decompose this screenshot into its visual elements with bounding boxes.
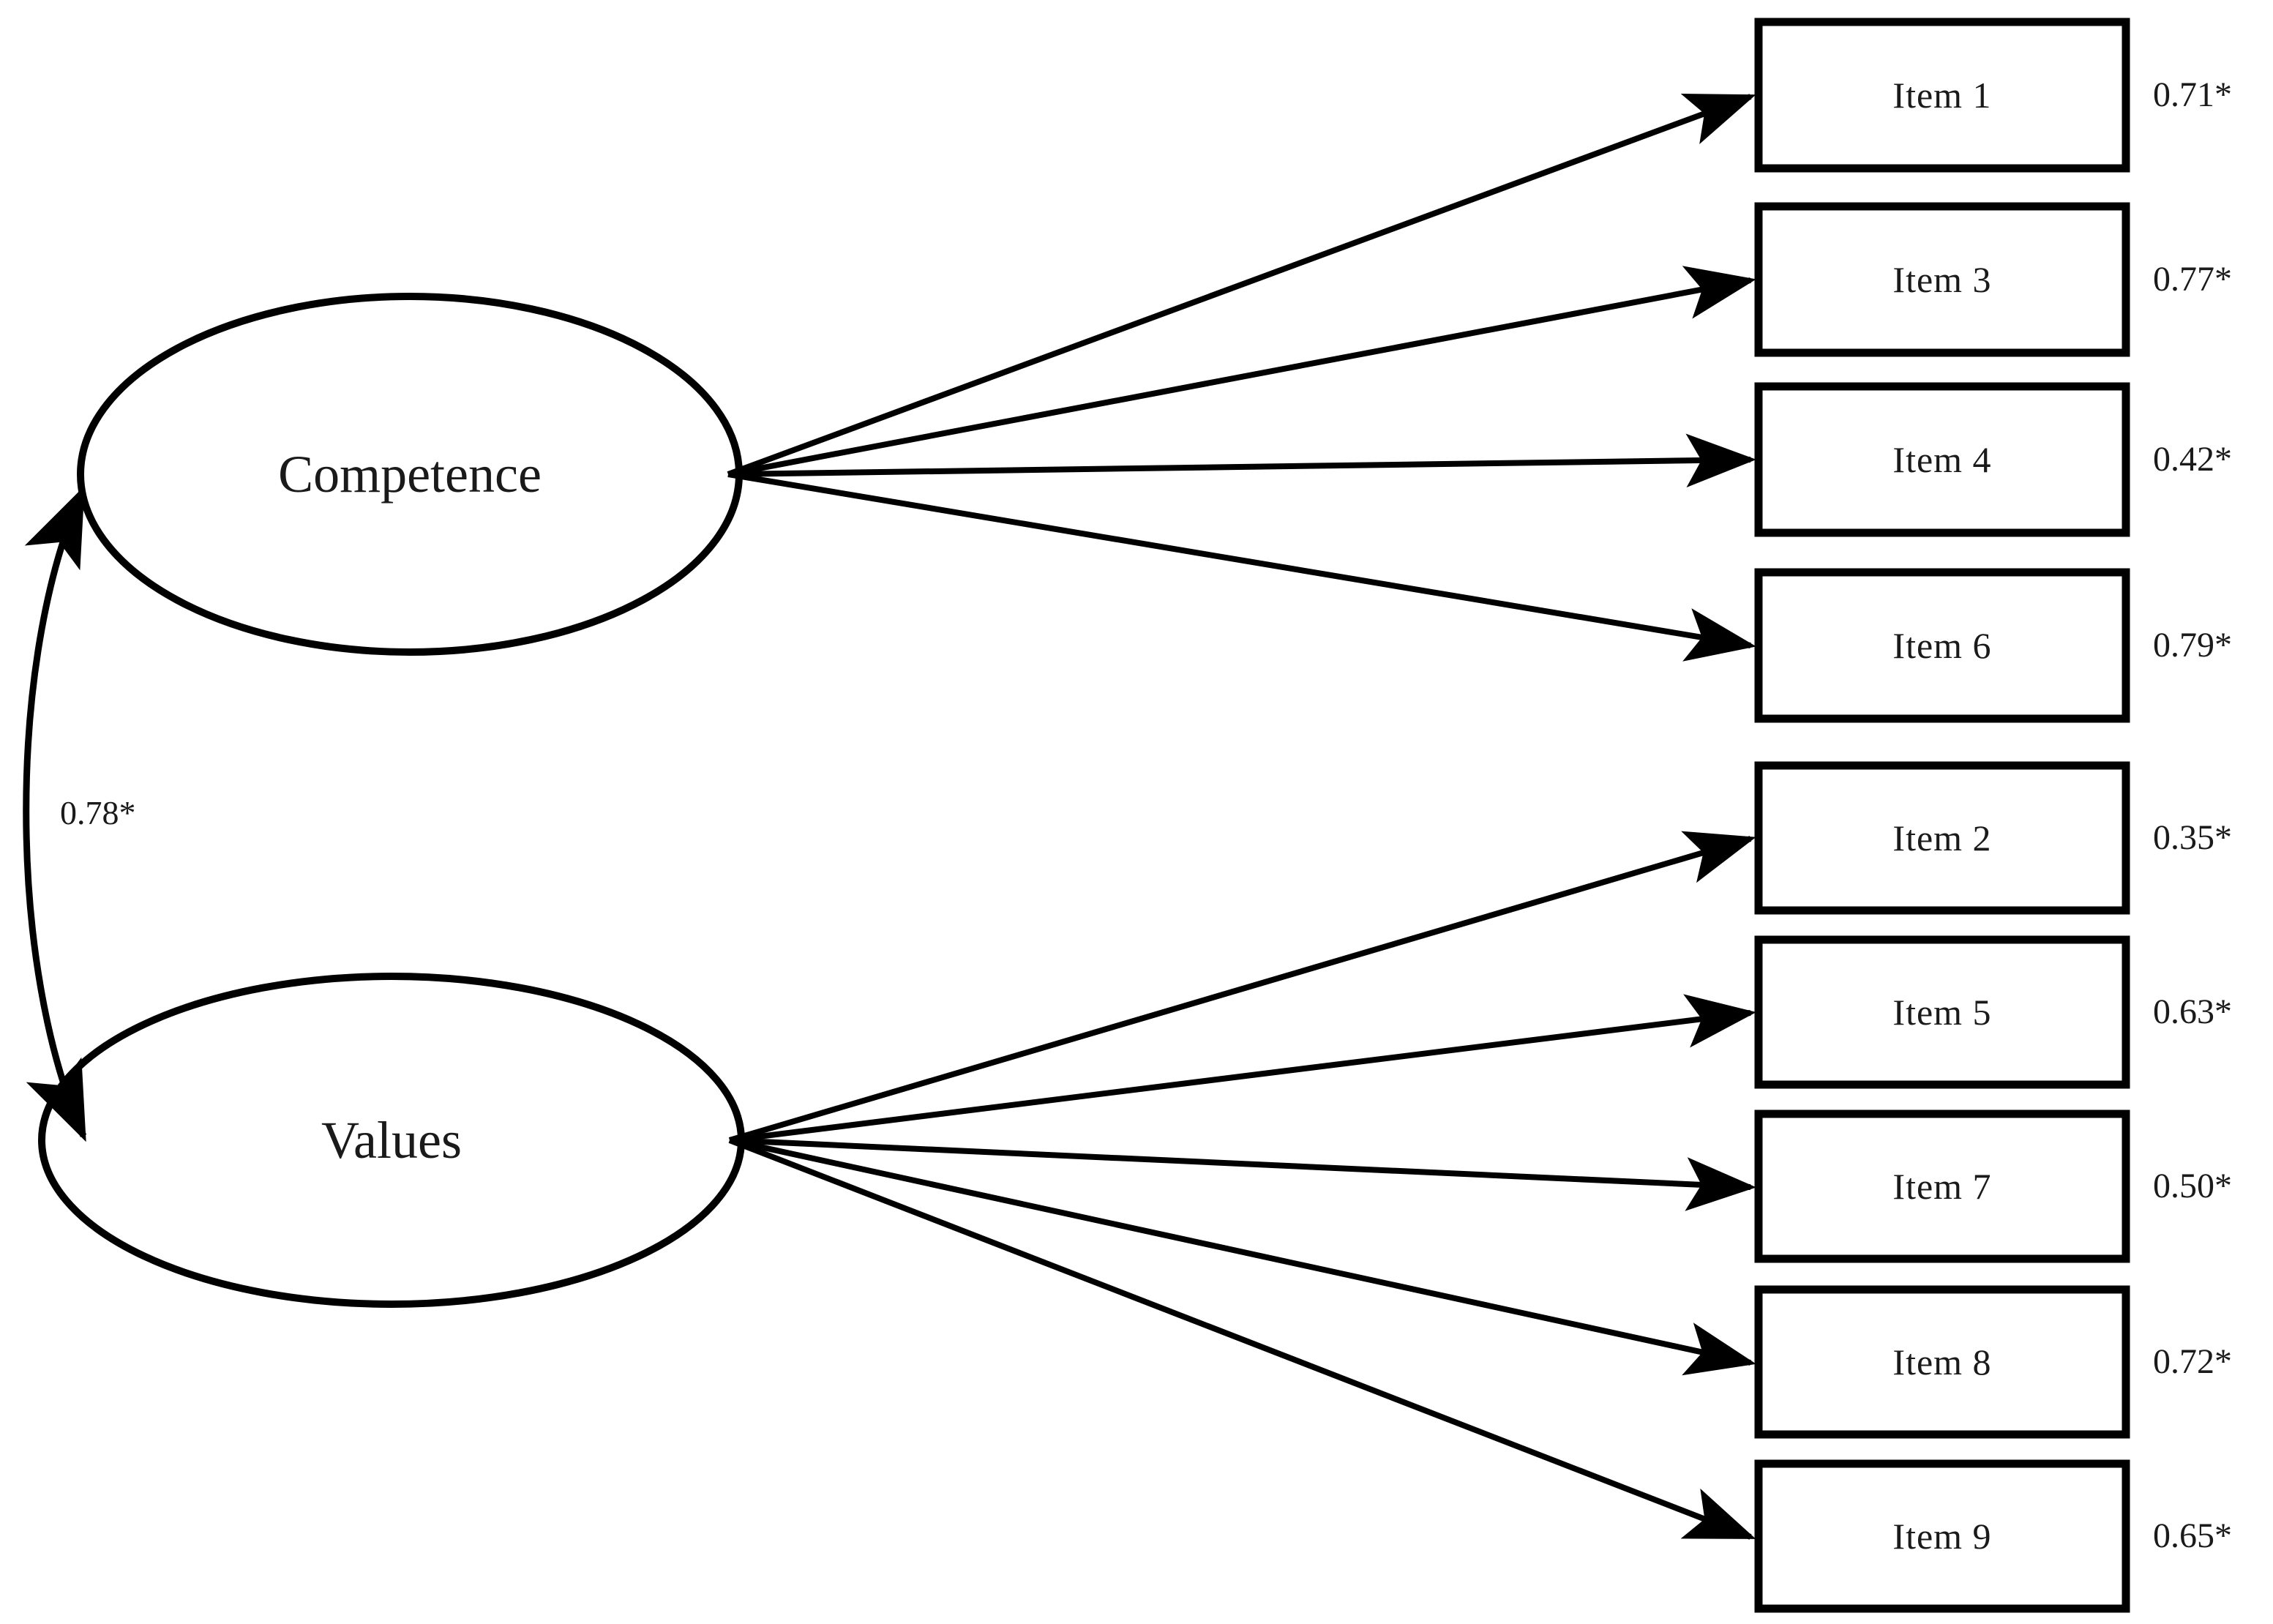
loading-arrow-competence-item-1[interactable] — [727, 93, 1756, 477]
loading-arrow-values-item-2[interactable] — [728, 831, 1756, 1143]
indicator-label-item-4: Item 4 — [1892, 439, 1992, 480]
loading-coefficient-item-3: 0.77* — [2153, 260, 2232, 299]
loading-coefficient-item-4: 0.42* — [2153, 440, 2232, 479]
loading-coefficient-item-6: 0.79* — [2153, 626, 2232, 665]
indicator-label-item-8: Item 8 — [1892, 1342, 1992, 1382]
loading-coefficient-item-9: 0.65* — [2153, 1516, 2232, 1555]
indicator-label-item-9: Item 9 — [1892, 1516, 1992, 1557]
indicator-label-item-6: Item 6 — [1892, 625, 1992, 666]
covariance-arrow[interactable] — [23, 485, 87, 1142]
indicator-box-item-3[interactable] — [1754, 202, 2130, 357]
indicator-label-item-1: Item 1 — [1892, 75, 1992, 116]
loading-arrow-competence-item-4[interactable] — [727, 433, 1756, 488]
indicator-box-item-4[interactable] — [1754, 382, 2130, 537]
indicator-box-item-2[interactable] — [1754, 761, 2130, 915]
covariance-label: 0.78* — [60, 794, 136, 831]
loading-coefficient-item-5: 0.63* — [2153, 992, 2232, 1031]
loading-arrow-competence-item-3[interactable] — [727, 266, 1756, 477]
indicator-label-item-3: Item 3 — [1892, 259, 1992, 300]
indicator-box-item-6[interactable] — [1754, 568, 2130, 723]
indicator-box-item-7[interactable] — [1754, 1110, 2130, 1263]
loading-arrow-values-item-5[interactable] — [729, 994, 1756, 1143]
loading-arrow-competence-item-6[interactable] — [727, 471, 1756, 662]
indicator-box-item-5[interactable] — [1754, 935, 2130, 1089]
loading-coefficient-item-1: 0.71* — [2153, 75, 2232, 114]
indicator-label-item-2: Item 2 — [1892, 817, 1992, 858]
indicator-box-item-1[interactable] — [1754, 18, 2130, 173]
loading-coefficient-item-2: 0.35* — [2153, 818, 2232, 857]
factor-label-values: Values — [321, 1111, 462, 1170]
loading-arrow-values-item-7[interactable] — [729, 1137, 1756, 1211]
indicator-box-item-9[interactable] — [1754, 1459, 2130, 1613]
loading-coefficient-item-7: 0.50* — [2153, 1167, 2232, 1205]
loading-coefficient-item-8: 0.72* — [2153, 1342, 2232, 1381]
factor-label-competence: Competence — [278, 445, 542, 504]
indicator-label-item-5: Item 5 — [1892, 992, 1992, 1033]
loading-arrow-values-item-9[interactable] — [728, 1137, 1756, 1540]
indicator-box-item-8[interactable] — [1754, 1285, 2130, 1439]
loading-arrow-values-item-8[interactable] — [729, 1137, 1756, 1376]
indicator-label-item-7: Item 7 — [1892, 1166, 1992, 1207]
